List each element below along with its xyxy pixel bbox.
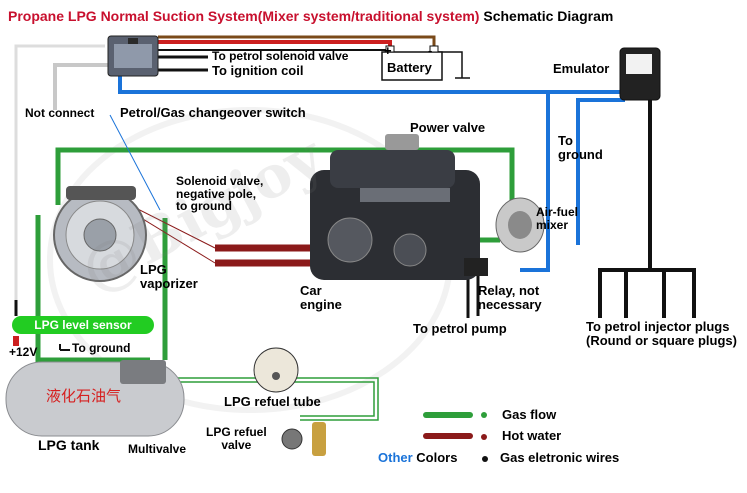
lpg-level-sensor: LPG level sensor — [12, 316, 154, 334]
legend-symbols — [423, 412, 488, 462]
refuel-tube-shape — [253, 347, 299, 393]
label-petrol-solenoid: To petrol solenoid valve — [212, 49, 349, 63]
title-suffix: Schematic Diagram — [479, 8, 614, 24]
label-changeover-switch: Petrol/Gas changeover switch — [120, 105, 306, 120]
changeover-switch-box — [107, 35, 159, 77]
refuel-valve-shape — [281, 428, 303, 450]
label-plus12v: +12V — [9, 345, 38, 359]
label-battery: Battery — [387, 60, 432, 75]
label-to-ground-right: To ground — [558, 133, 603, 162]
legend-hot-water: Hot water — [502, 428, 562, 443]
page-title: Propane LPG Normal Suction System(Mixer … — [8, 8, 613, 24]
label-car-engine: Car engine — [300, 283, 342, 312]
relay-shape — [464, 258, 488, 276]
label-lpg-vaporizer: LPG vaporizer — [140, 262, 198, 291]
injector-harness — [598, 100, 696, 318]
label-air-fuel-mixer: Air-fuel mixer — [536, 205, 578, 232]
label-power-valve: Power valve — [410, 120, 486, 135]
hot-water-lines — [215, 244, 318, 267]
blue-wires — [118, 76, 620, 272]
tank-marking: 液化石油气 — [46, 387, 122, 405]
refuel-valve-brass — [312, 422, 326, 456]
label-injector-plugs: To petrol injector plugs (Round or squar… — [586, 319, 737, 348]
battery-minus: - — [428, 43, 433, 58]
legend-electronic-wires: Gas eletronic wires — [500, 450, 620, 465]
label-relay: Relay, not necessary — [478, 283, 542, 312]
battery-box — [381, 45, 443, 81]
label-lpg-tank: LPG tank — [38, 437, 100, 453]
title-main: Propane LPG Normal Suction System(Mixer … — [8, 8, 480, 24]
label-solenoid-note: Solenoid valve, negative pole, to ground — [176, 174, 264, 214]
legend-colors: Colors — [412, 450, 458, 465]
label-multivalve: Multivalve — [128, 442, 187, 456]
label-ignition-coil: To ignition coil — [212, 63, 304, 78]
engine-shape — [310, 134, 480, 280]
label-not-connect: Not connect — [25, 106, 95, 120]
label-emulator: Emulator — [553, 61, 610, 76]
legend-other-colors: Other Colors — [378, 451, 457, 465]
battery-plus: + — [384, 43, 392, 58]
vaporizer-shape — [53, 186, 147, 282]
label-to-ground-left: To ground — [72, 341, 131, 355]
not-connect-wire — [53, 63, 108, 110]
label-petrol-pump: To petrol pump — [413, 321, 507, 336]
lpg-tank-shape — [5, 360, 185, 437]
legend-gas-flow: Gas flow — [502, 407, 557, 422]
mixer-shape — [495, 197, 545, 253]
emulator-box — [619, 47, 661, 101]
legend-other: Other — [378, 450, 413, 465]
label-refuel-tube: LPG refuel tube — [224, 394, 321, 409]
label-refuel-valve: LPG refuel valve — [206, 425, 267, 452]
